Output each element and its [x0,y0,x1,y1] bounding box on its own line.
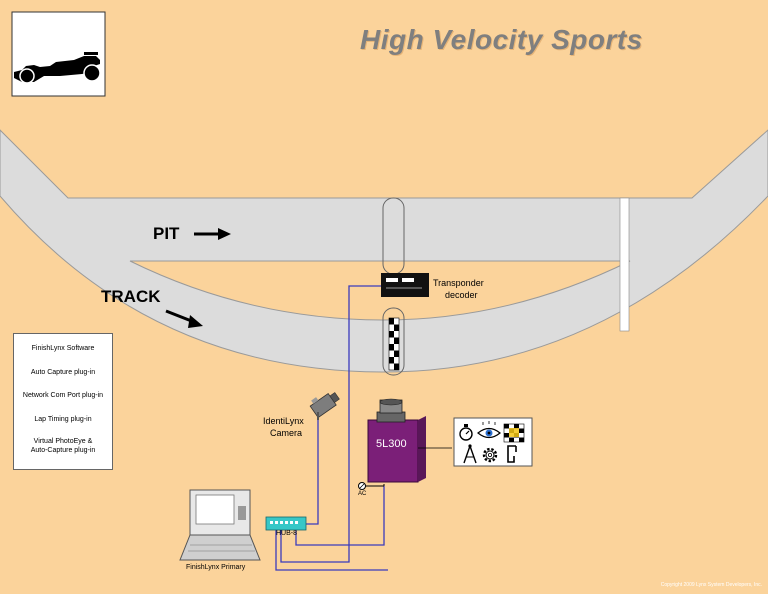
plugin-item: Auto-Capture plug-in [30,447,96,454]
copyright-text: Copyright 2009 Lynx System Developers, I… [660,582,762,588]
hub-8-switch [265,516,307,531]
plugin-item: Lap Timing plug-in [34,416,92,423]
eye-icon [477,421,501,439]
checkered-strip [388,317,400,371]
camera-label-line1: IdentiLynx [263,416,304,426]
ac-power-line [358,482,385,490]
finish-line-divider [619,197,630,332]
identilynx-camera-icon [309,392,340,420]
compass-icon [463,444,477,464]
plugin-item: Auto Capture plug-in [30,369,96,376]
finishlynx-camera [367,398,452,483]
checkered-flag-icon [503,423,525,443]
transponder-decoder [381,273,429,297]
plugin-item: FinishLynx Software [31,345,95,352]
laptop-icon [179,489,261,561]
plugin-list: FinishLynx Software Auto Capture plug-in… [13,333,113,470]
camera-label-line2: Camera [270,428,303,438]
camera-model-label: 5L300 [376,438,407,450]
racecar-logo-icon [11,11,106,97]
hub-label: HUB-8 [276,530,298,537]
track-arrow [165,309,203,328]
primary-label: FinishLynx Primary [186,564,246,571]
gear-icon [482,447,498,463]
transponder-label-line1: Transponder [433,278,484,288]
track-surface [0,129,768,373]
pit-label: PIT [153,224,180,243]
track-label: TRACK [101,287,161,306]
infield [129,260,631,321]
pit-arrow [194,228,231,240]
ac-label: AC [358,491,367,497]
cables [275,285,388,571]
plugin-item: Network Com Port plug-in [22,392,104,399]
stopwatch-icon [459,424,473,441]
page-title: High Velocity Sports [360,24,643,55]
hook-icon [507,445,517,463]
plugin-item: Virtual PhotoEye & [33,438,93,445]
transponder-label-line2: decoder [445,290,478,300]
track-loop [382,307,405,376]
